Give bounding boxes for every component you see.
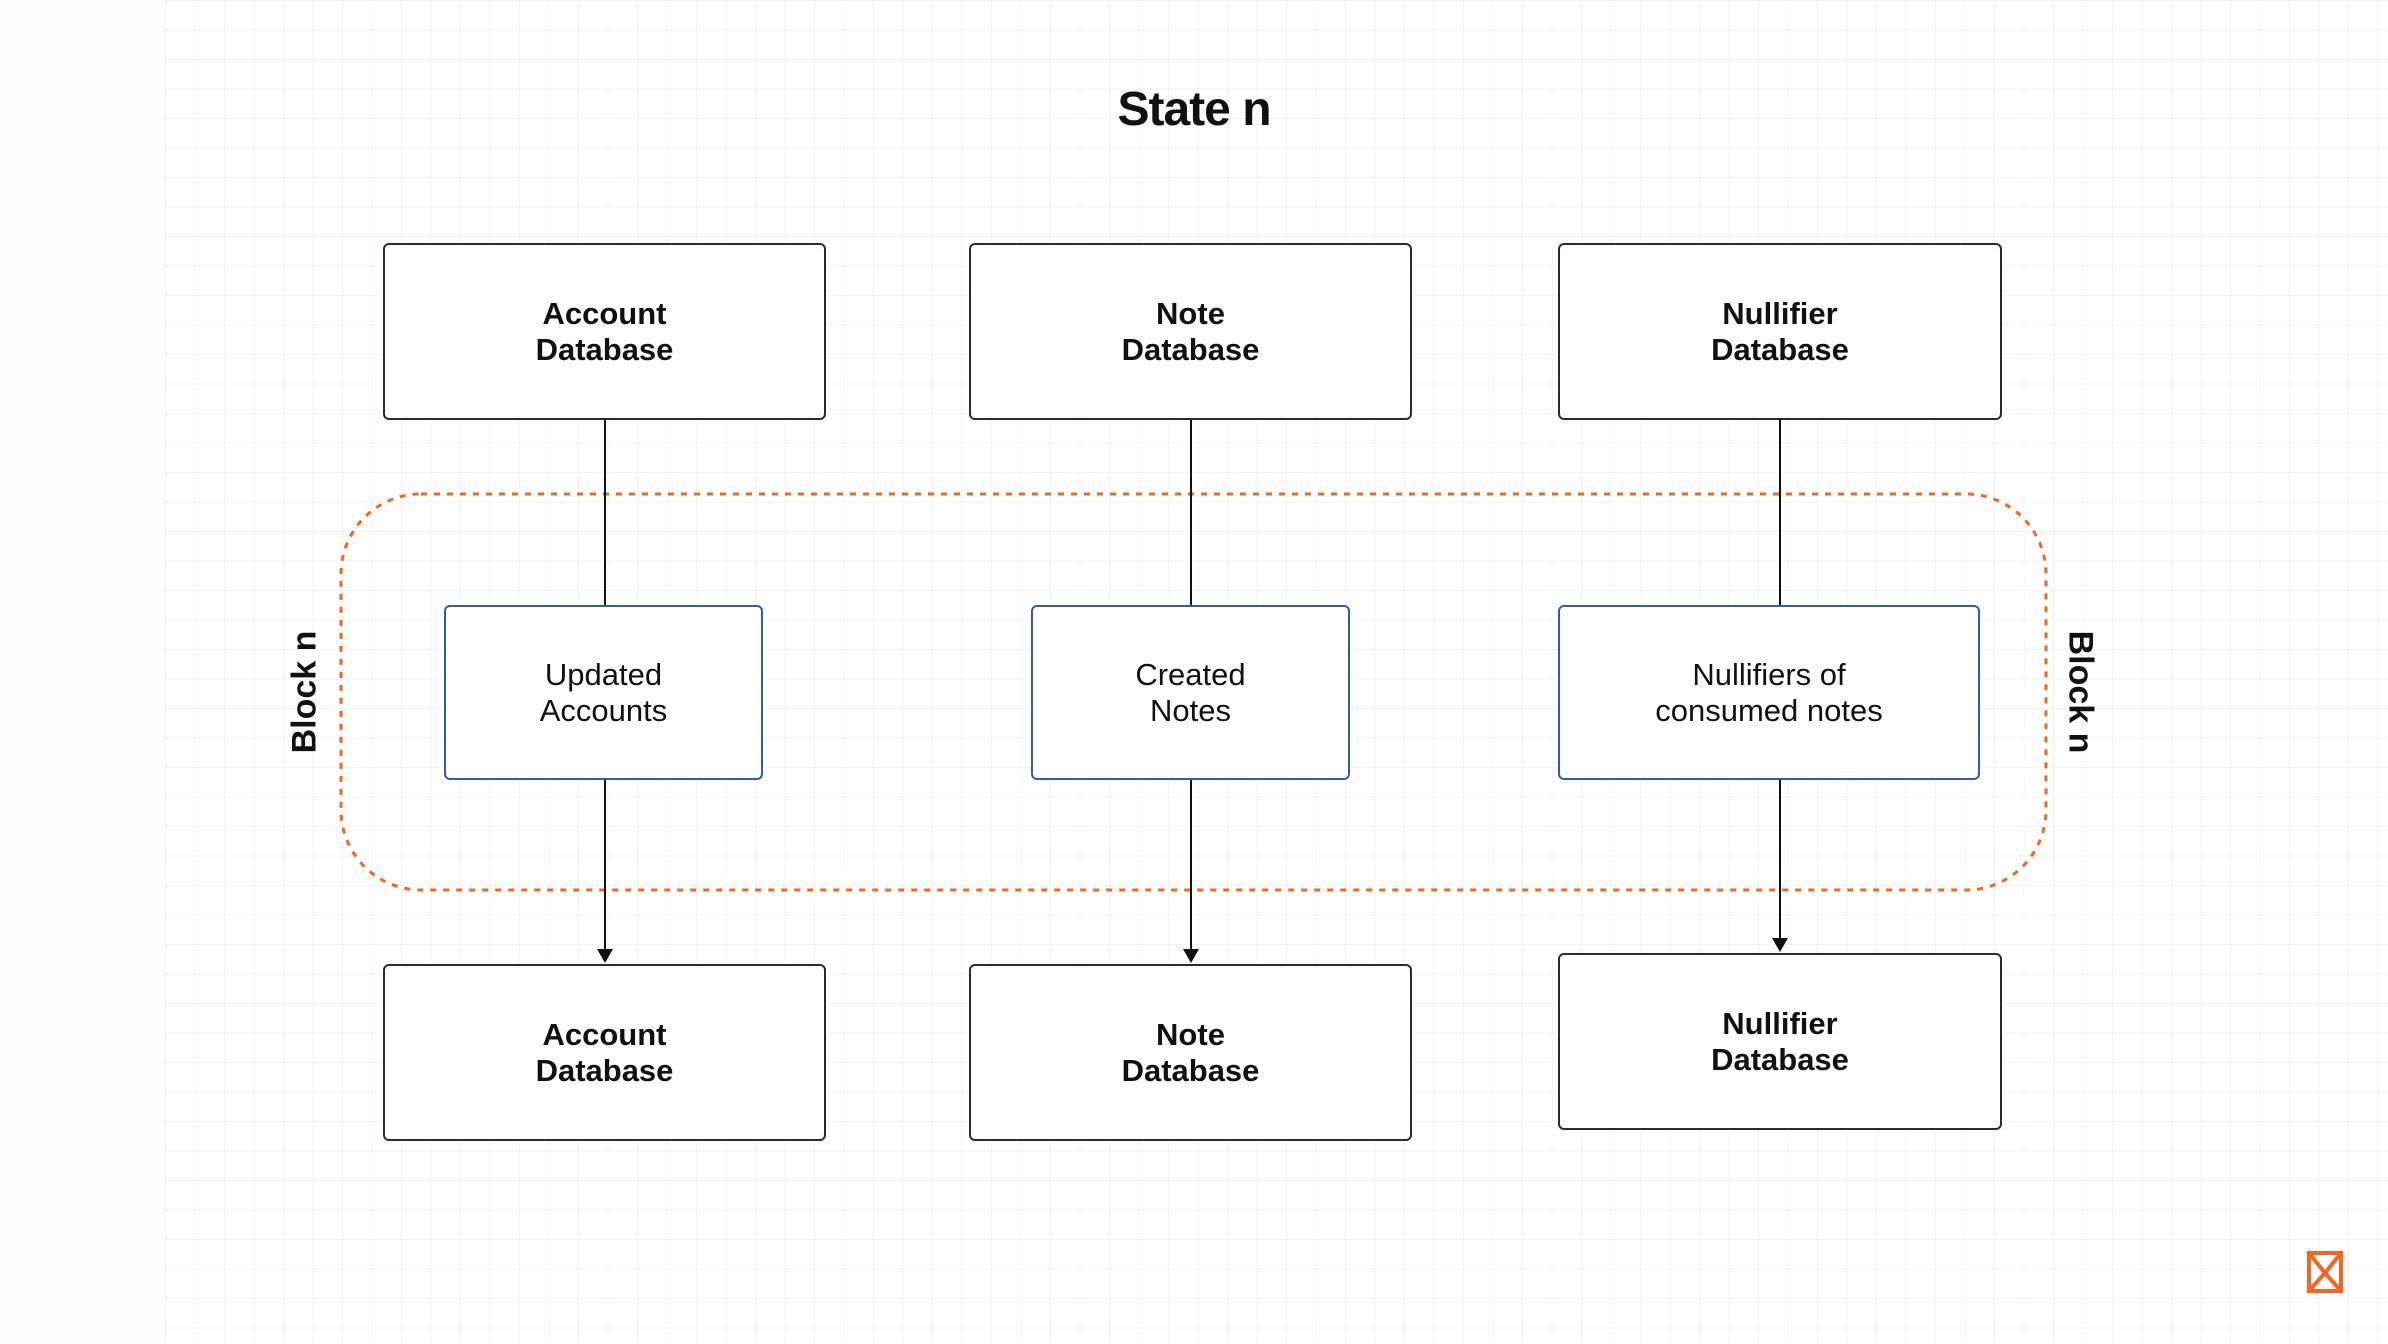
diagram-title: State n xyxy=(1117,83,1271,136)
box-label: Account Database xyxy=(535,1016,674,1088)
box-label: Note Database xyxy=(1121,295,1260,367)
created-notes-box: Created Notes xyxy=(1031,605,1350,780)
left-margin xyxy=(0,0,165,1344)
box-label: Account Database xyxy=(535,295,674,367)
block-label-right: Block n xyxy=(2061,630,2100,754)
top-nullifier-database: Nullifier Database xyxy=(1558,243,2002,420)
updated-accounts-box: Updated Accounts xyxy=(444,605,763,780)
block-label-left: Block n xyxy=(285,630,324,754)
box-label: Nullifier Database xyxy=(1711,295,1849,367)
box-label: Nullifiers of consumed notes xyxy=(1655,656,1883,728)
arrowhead-note xyxy=(1183,949,1199,963)
arrowhead-nullifier xyxy=(1772,938,1788,952)
top-note-database: Note Database xyxy=(969,243,1412,420)
brand-logo-icon xyxy=(2306,1250,2344,1294)
bottom-nullifier-database: Nullifier Database xyxy=(1558,953,2002,1130)
box-label: Updated Accounts xyxy=(539,656,668,728)
nullifiers-box: Nullifiers of consumed notes xyxy=(1558,605,1980,780)
bottom-note-database: Note Database xyxy=(969,964,1412,1141)
box-label: Nullifier Database xyxy=(1711,1005,1849,1077)
box-label: Note Database xyxy=(1121,1016,1260,1088)
arrowhead-account xyxy=(597,949,613,963)
box-label: Created Notes xyxy=(1135,656,1246,728)
block-region xyxy=(339,492,2048,892)
bottom-account-database: Account Database xyxy=(383,964,826,1141)
top-account-database: Account Database xyxy=(383,243,826,420)
